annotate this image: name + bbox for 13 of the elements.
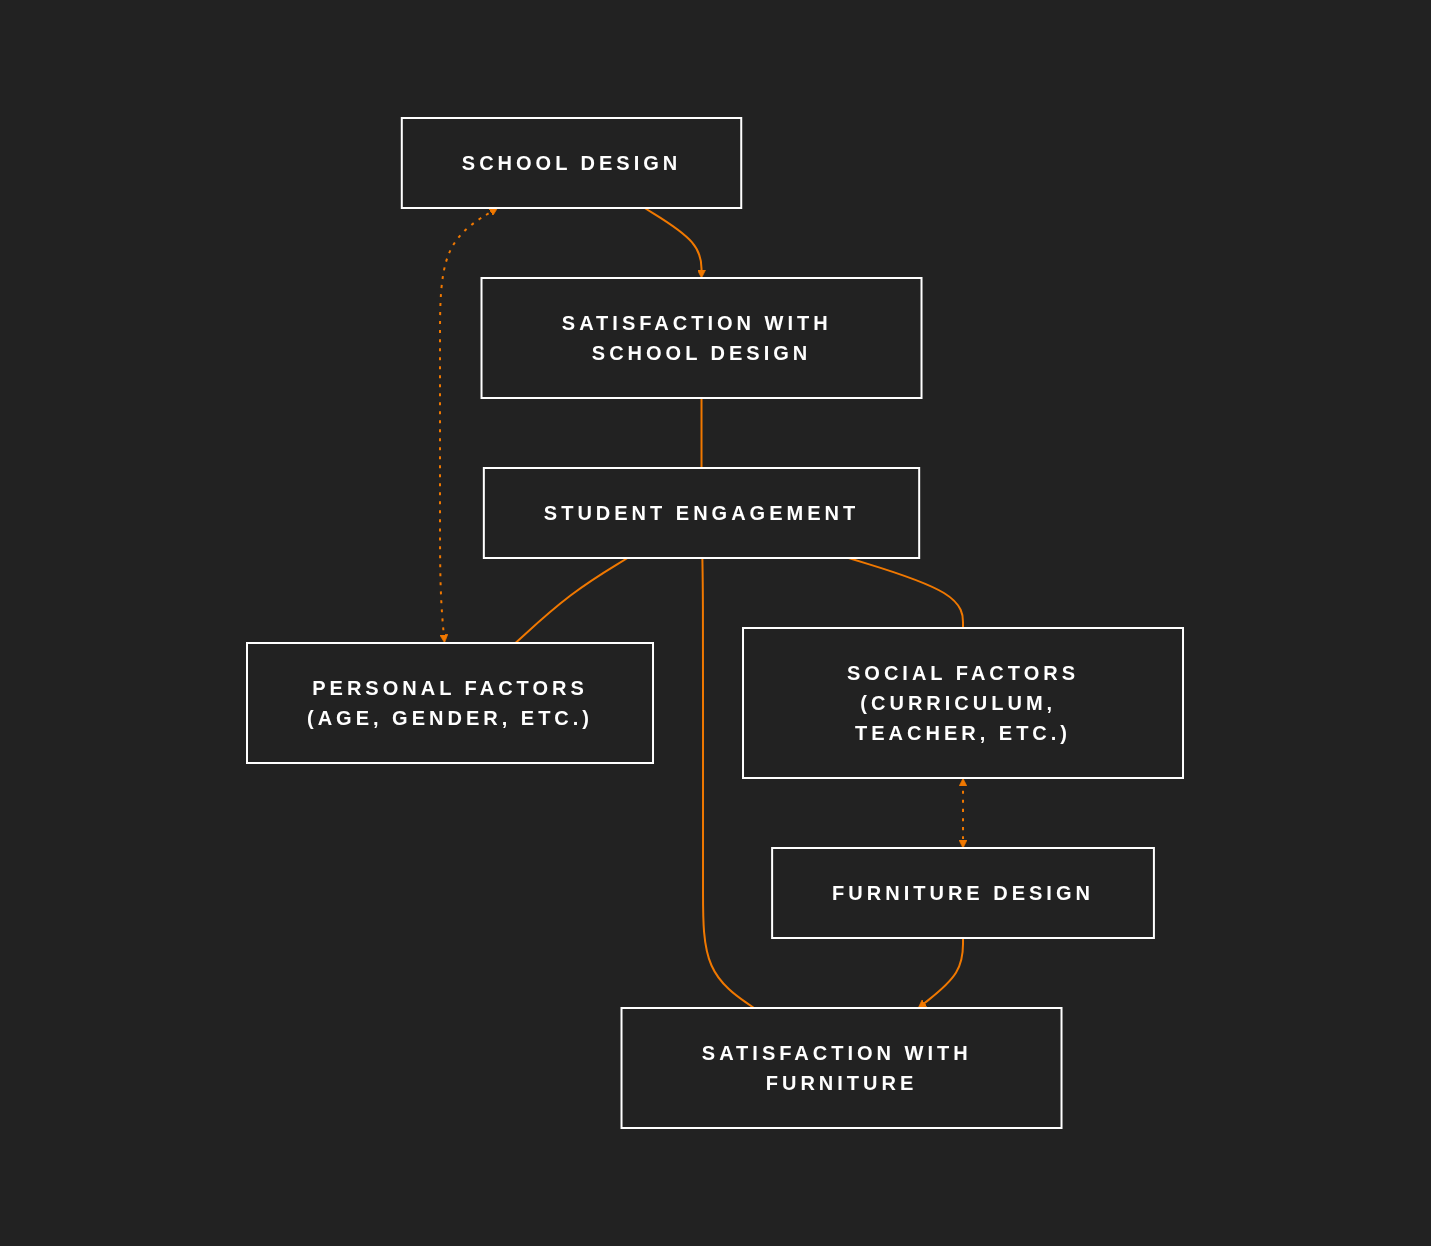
- node-box: SCHOOL DESIGN: [401, 117, 743, 209]
- node-box: SATISFACTION WITH SCHOOL DESIGN: [481, 277, 923, 399]
- arrow: [918, 937, 965, 1009]
- connector: [701, 397, 703, 469]
- node-box: FURNITURE DESIGN: [771, 847, 1156, 939]
- node-box: STUDENT ENGAGEMENT: [483, 467, 921, 559]
- arrow: [439, 207, 499, 643]
- arrow: [644, 207, 707, 279]
- arrow: [959, 778, 968, 849]
- connector: [701, 557, 756, 1009]
- node-box: SATISFACTION WITH FURNITURE: [621, 1007, 1063, 1129]
- node-box: SOCIAL FACTORS (CURRICULUM, TEACHER, ETC.): [742, 627, 1185, 779]
- node-box: PERSONAL FACTORS (AGE, GENDER, ETC.): [246, 642, 655, 764]
